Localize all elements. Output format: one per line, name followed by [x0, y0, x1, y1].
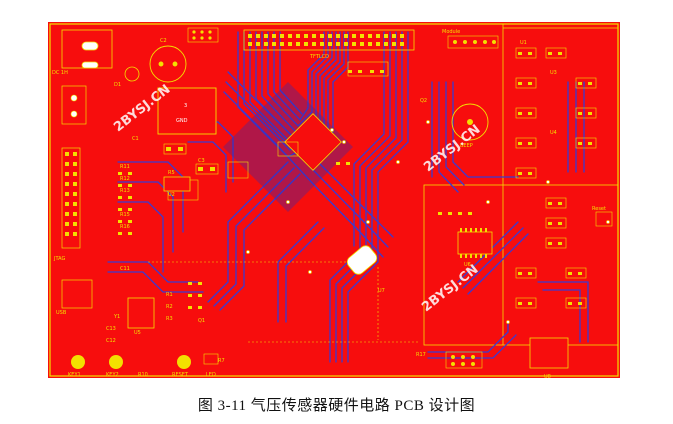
ic-u6	[457, 228, 493, 258]
smd-outlines	[163, 47, 597, 309]
ref-u6: U6	[464, 262, 471, 268]
ref-u7: U7	[378, 288, 385, 294]
ref-r2: R2	[166, 304, 173, 310]
ref-r17: R17	[416, 352, 426, 358]
ref-c1: C1	[132, 136, 139, 142]
ref-u4: U4	[550, 130, 557, 136]
ref-r1: R1	[166, 292, 173, 298]
figure-caption: 图 3-11 气压传感器硬件电路 PCB 设计图	[197, 398, 476, 414]
ref-u2: U2	[168, 192, 175, 198]
ref-c3: C3	[198, 158, 205, 164]
key2-label: KEY2	[106, 372, 119, 378]
ref-u1: U1	[520, 40, 527, 46]
ic-u5	[127, 297, 155, 329]
bottom-layer-traces	[107, 31, 589, 363]
beep-buzzer: BEEP	[451, 103, 489, 149]
reference-designators: R11 R12 R13 R15 R16 R5 U2 C1 C2 C3 C11 C…	[106, 38, 557, 378]
ref-r12: R12	[120, 176, 130, 182]
mcu-fanout	[223, 82, 353, 212]
capacitor-small	[124, 66, 140, 82]
ref-r11: R11	[120, 164, 130, 170]
tftlcd-header: TFTLCD	[243, 29, 415, 60]
key1-button: KEY1	[68, 355, 85, 378]
ref-q2: Q2	[420, 98, 427, 104]
ref-c2: C2	[160, 38, 167, 44]
right-small-header: Reset	[592, 206, 613, 227]
reset-side-label: Reset	[592, 206, 606, 212]
ref-c12: C12	[106, 338, 116, 344]
ref-r5: R5	[168, 170, 175, 176]
gnd-pad-label: GND	[176, 118, 188, 124]
right-region-outline	[423, 24, 619, 346]
capacitor-c2	[149, 45, 187, 83]
small-header	[187, 27, 219, 43]
ref-u5: U5	[134, 330, 141, 336]
ref-d1: D1	[114, 82, 121, 88]
module-label: Module	[442, 29, 460, 35]
smd-components	[118, 52, 592, 309]
ref-y1: Y1	[113, 314, 120, 320]
tftlcd-label: TFTLCD	[309, 54, 329, 60]
dc-jack: DC 1H	[52, 29, 113, 76]
usb-label: USB	[56, 310, 67, 316]
key2-button: KEY2	[106, 355, 123, 378]
ref-c11: C11	[120, 266, 130, 272]
keepout-dashes	[148, 261, 418, 343]
jtag-label: JTAG	[53, 256, 65, 262]
vias	[246, 120, 610, 324]
module-header: Module	[442, 29, 499, 49]
left-header-a	[61, 85, 87, 125]
ref-r16: R16	[120, 224, 130, 230]
gnd-pad: 3 GND	[157, 87, 217, 135]
ref-r7: R7	[218, 358, 225, 364]
bottom-header	[445, 351, 483, 369]
dc-label: DC 1H	[52, 70, 68, 76]
ref-r15: R15	[120, 212, 130, 218]
beep-label: BEEP	[460, 143, 473, 149]
ref-r13: R13	[120, 188, 130, 194]
led: LED	[203, 353, 219, 378]
ic-u8	[529, 337, 569, 369]
ref-r10: R10	[138, 372, 148, 378]
key1-label: KEY1	[68, 372, 81, 378]
ref-u3: U3	[550, 70, 557, 76]
gnd-pad-number: 3	[184, 103, 187, 109]
ref-u8: U8	[544, 374, 551, 378]
reset-label: RESET	[172, 372, 189, 378]
ref-r3: R3	[166, 316, 173, 322]
left-header-b: JTAG	[53, 147, 81, 262]
usb-connector: USB	[56, 279, 93, 316]
pcb-layout: TFTLCD Module DC 1H BEEP 3 GND	[48, 22, 620, 378]
reset-button: RESET	[172, 355, 191, 378]
ic-u2	[163, 176, 191, 192]
led-label: LED	[206, 372, 216, 378]
crystal-y1	[346, 245, 378, 275]
ref-c13: C13	[106, 326, 116, 332]
ref-q1: Q1	[198, 318, 205, 324]
